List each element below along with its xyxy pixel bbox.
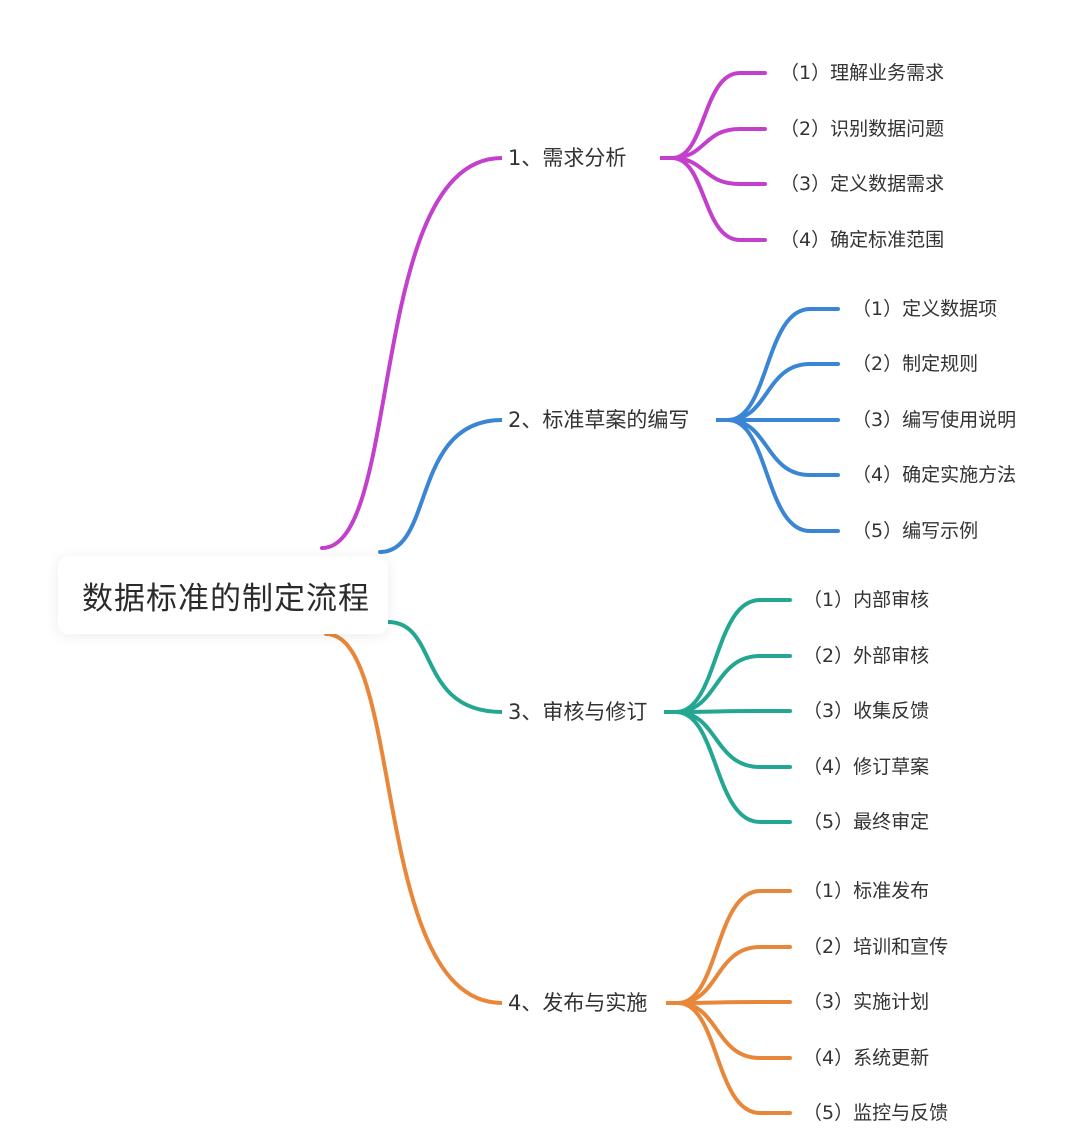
branch-1-label: 1、需求分析: [502, 143, 633, 173]
branch-1-leaf-1: （1）理解业务需求: [780, 62, 945, 84]
branch-3-leaf-1-connector: [674, 598, 792, 714]
branch-4-leaf-2: （2）培训和宣传: [803, 936, 949, 958]
branch-4-leaf-4: （4）系统更新: [803, 1047, 930, 1069]
branch-4-leaf-5-connector: [676, 1001, 792, 1115]
branch-1-leaf-4: （4）确定标准范围: [780, 229, 945, 251]
branch-3-leaf-2-connector: [674, 654, 792, 714]
branch-2-leaf-5-connector: [726, 418, 840, 533]
branch-1-leaf-1-connector: [670, 71, 767, 160]
branch-1-leaf-2: （2）识别数据问题: [780, 118, 945, 140]
branch-2-leaf-1: （1）定义数据项: [852, 298, 998, 320]
branch-4-leaf-5: （5）监控与反馈: [803, 1102, 949, 1124]
branch-3-label: 3、审核与修订: [502, 697, 654, 727]
branch-4-leaf-3-connector: [676, 1000, 792, 1005]
branch-4-leaf-1: （1）标准发布: [803, 880, 930, 902]
branch-2-trunk: [378, 418, 504, 554]
branch-1-trunk: [320, 156, 504, 550]
branch-4-leaf-3: （3）实施计划: [803, 991, 930, 1013]
branch-3-leaf-3-connector: [674, 709, 792, 714]
branch-3-leaf-1: （1）内部审核: [803, 589, 930, 611]
branch-3-leaf-3: （3）收集反馈: [803, 700, 930, 722]
branch-2-label: 2、标准草案的编写: [502, 405, 696, 435]
branch-2-leaf-2-connector: [726, 362, 840, 422]
branch-3-leaf-5: （5）最终审定: [803, 811, 930, 833]
branch-1-leaf-2-connector: [670, 127, 767, 160]
branch-1-leaf-4-connector: [670, 156, 767, 242]
branch-2-leaf-3: （3）编写使用说明: [852, 409, 1017, 431]
branch-2-leaf-2: （2）制定规则: [852, 353, 979, 375]
branch-4-trunk: [324, 632, 504, 1005]
root-title: 数据标准的制定流程: [82, 580, 370, 617]
root-node: 数据标准的制定流程: [58, 556, 388, 634]
branch-3-trunk: [386, 620, 504, 714]
branch-3-leaf-5-connector: [674, 710, 792, 824]
branch-2-leaf-5: （5）编写示例: [852, 520, 979, 542]
branch-3-leaf-2: （2）外部审核: [803, 645, 930, 667]
branch-2-leaf-1-connector: [726, 307, 840, 422]
branch-1-leaf-3: （3）定义数据需求: [780, 173, 945, 195]
branch-4-leaf-2-connector: [676, 945, 792, 1005]
branch-3-leaf-4: （4）修订草案: [803, 756, 930, 778]
branch-2-leaf-4: （4）确定实施方法: [852, 464, 1017, 486]
branch-4-label: 4、发布与实施: [502, 988, 654, 1018]
branch-4-leaf-1-connector: [676, 889, 792, 1005]
